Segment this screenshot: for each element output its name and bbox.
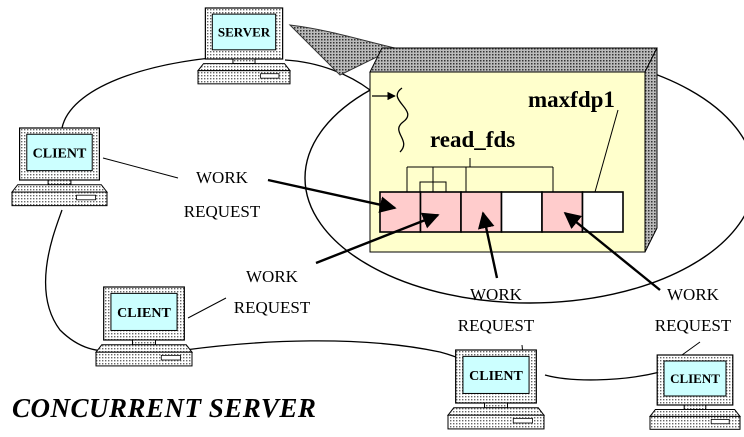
request-arrow-1 — [267, 178, 397, 213]
monitor-label: CLIENT — [670, 371, 720, 386]
fd-cell-3 — [460, 191, 503, 233]
svg-text:REQUEST: REQUEST — [234, 298, 311, 317]
svg-text:REQUEST: REQUEST — [458, 316, 535, 335]
maxfdp1-pointer — [594, 109, 619, 193]
fd-cell-5 — [541, 191, 584, 233]
maxfdp1-label: maxfdp1 — [528, 87, 615, 112]
client-connector-lines — [102, 157, 701, 376]
monitor-label: CLIENT — [33, 146, 87, 161]
server-computer: SERVER — [196, 7, 292, 85]
work-request-label-1: WORK REQUEST — [184, 168, 261, 221]
svg-text:WORK: WORK — [196, 168, 249, 187]
request-arrow-3 — [477, 211, 499, 279]
diagram-caption: CONCURRENT SERVER — [12, 393, 317, 423]
svg-text:WORK: WORK — [470, 285, 523, 304]
fd-cell-2 — [419, 191, 462, 233]
network-cable — [44, 54, 661, 381]
client-computer-2: CLIENT — [94, 286, 194, 367]
client-computer-3: CLIENT — [446, 349, 546, 430]
work-request-label-4: WORK REQUEST — [655, 285, 732, 335]
fd-cell-6 — [581, 191, 624, 233]
fd-cell-1 — [379, 191, 422, 233]
monitor-label: CLIENT — [117, 306, 171, 321]
read-fds-label: read_fds — [430, 127, 515, 152]
svg-text:WORK: WORK — [667, 285, 720, 304]
read-fds-brackets — [406, 158, 554, 192]
svg-text:WORK: WORK — [246, 267, 299, 286]
monitor-label: SERVER — [218, 25, 271, 40]
work-request-label-2: WORK REQUEST — [234, 267, 311, 317]
client-computer-4: CLIENT — [648, 354, 742, 430]
work-request-label-3: WORK REQUEST — [458, 285, 535, 335]
request-arrow-4 — [563, 211, 661, 291]
svg-text:REQUEST: REQUEST — [655, 316, 732, 335]
fd-cell-4 — [500, 191, 543, 233]
request-arrow-2 — [315, 212, 440, 265]
thread-squiggle-icon — [396, 87, 409, 153]
svg-text:REQUEST: REQUEST — [184, 202, 261, 221]
client-computer-1: CLIENT — [10, 127, 109, 207]
monitor-label: CLIENT — [469, 369, 523, 384]
